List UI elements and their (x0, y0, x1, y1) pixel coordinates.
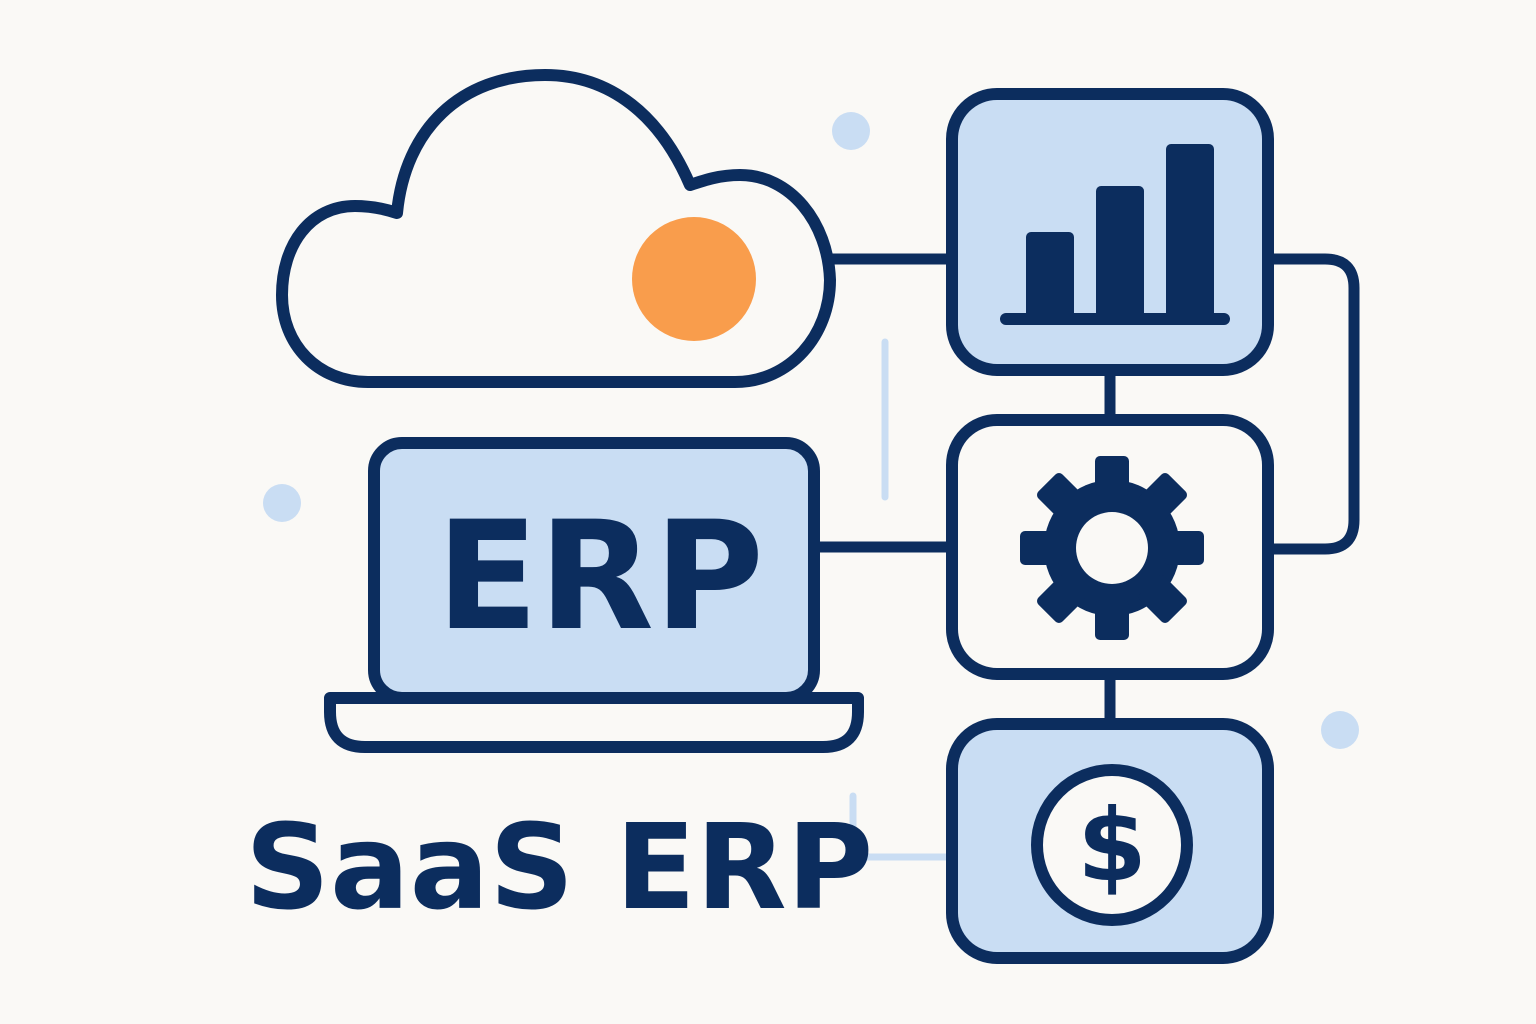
dollar-coin-icon: $ (1031, 764, 1193, 926)
module-finance[interactable]: $ (946, 718, 1274, 964)
decor-line (849, 792, 950, 861)
bar-chart-icon (1000, 144, 1230, 325)
decor-dot (832, 112, 870, 150)
connectors (815, 253, 1360, 724)
module-settings[interactable] (946, 414, 1274, 680)
laptop-label: ERP (436, 490, 764, 664)
gear-icon (1020, 456, 1204, 640)
module-analytics[interactable] (946, 88, 1274, 376)
laptop-icon: ERP (324, 437, 864, 753)
cloud-icon (276, 69, 836, 388)
decor-dot (1321, 711, 1359, 749)
status-dot (632, 217, 756, 341)
svg-text:$: $ (1077, 787, 1147, 904)
diagram-title: SaaS ERP (245, 798, 873, 936)
decor-dot (263, 484, 301, 522)
